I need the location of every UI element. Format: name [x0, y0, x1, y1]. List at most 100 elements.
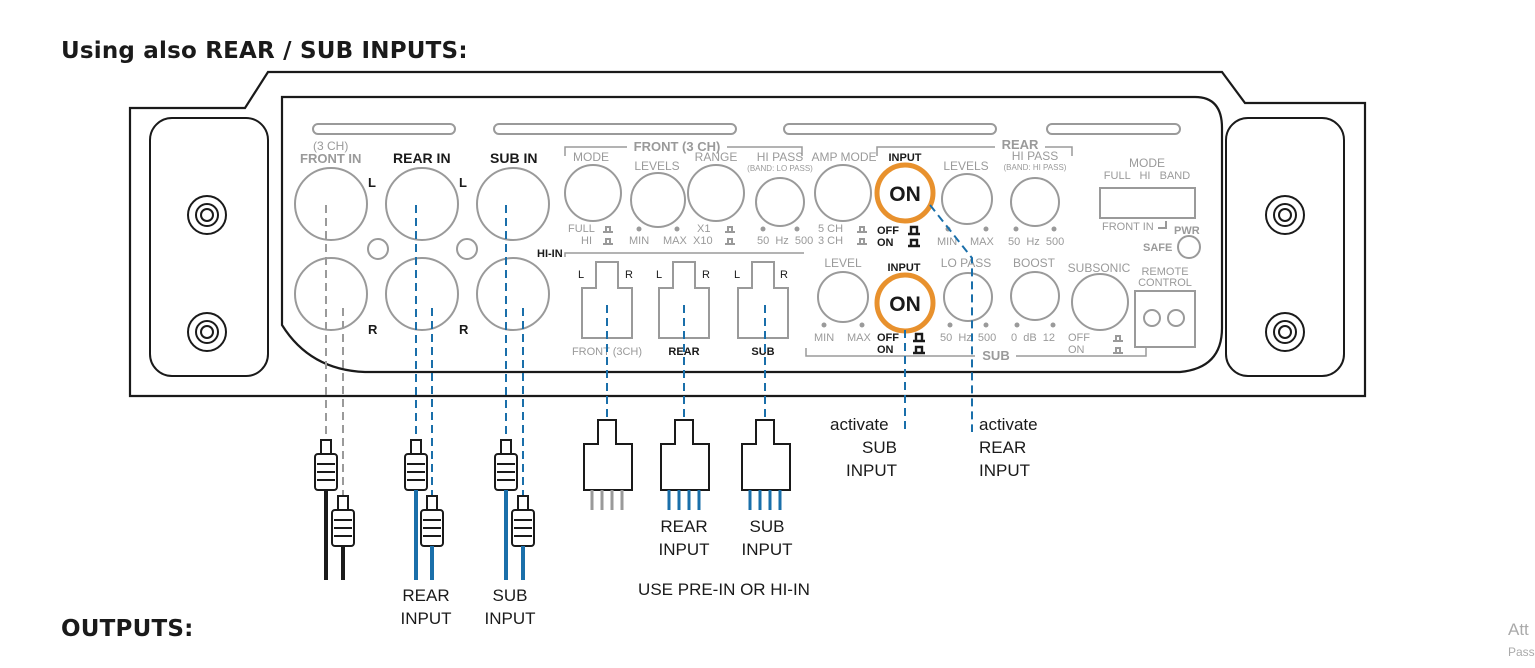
rca-plug-rear-1: [404, 439, 428, 580]
range-x1-label: X1: [697, 223, 710, 235]
amp-mode-5ch: 5 CH: [818, 223, 843, 235]
front-group-title: FRONT (3 CH): [634, 139, 721, 154]
activate-rear-line1: activate: [979, 415, 1038, 434]
callout-hi-rear: REAR INPUT: [659, 517, 710, 559]
range-switch-up-icon: [725, 226, 735, 233]
hi-in-plug-sub: [741, 419, 791, 510]
rear-hipass-knob[interactable]: [1010, 177, 1060, 227]
amp-mode-up-icon: [857, 226, 867, 233]
front-in-top-label: (3 CH): [313, 139, 348, 153]
rear-in-l-label: L: [459, 175, 467, 190]
range-switch-down-icon: [725, 238, 735, 245]
rear-in-group: REAR IN L R: [385, 150, 469, 337]
subsonic-switch[interactable]: [1071, 273, 1129, 331]
sub-level-knob[interactable]: [817, 271, 869, 323]
lo-pass-knob[interactable]: [943, 272, 993, 322]
sub-in-bottom-jack[interactable]: [476, 257, 550, 331]
rear-input-on-small: ON: [877, 237, 894, 249]
front-levels-knob[interactable]: [630, 172, 686, 228]
sub-input-up-icon: [913, 332, 925, 343]
boost-scale: 0 dB 12: [1011, 332, 1055, 344]
rear-input-off-label: OFF: [877, 225, 899, 237]
hi-sub-line1: SUB: [750, 517, 785, 536]
rear-input-on-label: ON: [889, 183, 921, 206]
remote-line2: CONTROL: [1138, 277, 1192, 289]
callout-activate-rear: activate REAR INPUT: [979, 415, 1038, 480]
rca-rear-line2: INPUT: [401, 609, 452, 628]
rear-in-right-jack[interactable]: [385, 257, 459, 331]
amp-mode-switch[interactable]: [814, 164, 872, 222]
remote-control-port[interactable]: [1134, 290, 1196, 348]
front-in-title: FRONT IN: [300, 151, 361, 166]
pwr-label: PWR: [1174, 225, 1200, 237]
hi-in-rear-connector[interactable]: [658, 261, 710, 339]
sub-level-max: MAX: [847, 332, 872, 344]
lo-pass-title: LO PASS: [941, 256, 991, 270]
rear-hipass-title: HI PASS: [1012, 149, 1058, 163]
front-levels-min: MIN: [629, 235, 649, 247]
front-in-r-label: R: [368, 322, 378, 337]
amp-mode-down-icon: [857, 238, 867, 245]
sub-input-off-label: OFF: [877, 332, 899, 344]
front-in-right-jack[interactable]: [294, 257, 368, 331]
callout-hi-sub: SUB INPUT: [742, 517, 793, 559]
rear-input-switch[interactable]: [874, 162, 936, 224]
hi-in-plug-front: [583, 419, 633, 510]
safe-label: SAFE: [1143, 242, 1172, 254]
hi-rear-line1: REAR: [660, 517, 707, 536]
front-hipass-knob[interactable]: [755, 177, 805, 227]
front-controls-group: FRONT (3 CH) MODE FULL HI LEVELS MIN MAX…: [564, 139, 813, 247]
subsonic-off: OFF: [1068, 332, 1090, 344]
front-in-left-jack[interactable]: [294, 167, 368, 241]
mode-full-label: FULL: [568, 223, 595, 235]
remote-line1: REMOTE: [1141, 266, 1188, 278]
rear-levels-title: LEVELS: [943, 159, 988, 173]
front-in-group: (3 CH) FRONT IN L R: [294, 139, 378, 337]
hi-in-rear-l: L: [656, 269, 662, 281]
hi-in-front-connector[interactable]: [581, 261, 633, 339]
sub-group-title: SUB: [982, 348, 1009, 363]
amp-mode-title: AMP MODE: [811, 150, 876, 164]
section-heading-inputs: Using also REAR / SUB INPUTS:: [61, 38, 468, 64]
boost-knob[interactable]: [1010, 271, 1060, 321]
hi-in-sub-connector[interactable]: [737, 261, 789, 339]
right-mounting-bracket: [1225, 117, 1345, 377]
activate-rear-line3: INPUT: [979, 461, 1030, 480]
sub-input-on-label: ON: [889, 293, 921, 316]
mode-switch[interactable]: [564, 164, 622, 222]
subsonic-down-icon: [1113, 347, 1123, 354]
use-pre-in-caption: USE PRE-IN OR HI-IN: [638, 580, 810, 599]
rear-in-left-jack[interactable]: [385, 167, 459, 241]
sub-in-top-jack[interactable]: [476, 167, 550, 241]
callout-rca-rear: REAR INPUT: [401, 586, 452, 628]
mode-selector-switch[interactable]: [1099, 187, 1196, 219]
front-hipass-scale: 50 Hz 500: [757, 235, 813, 247]
lo-pass-scale: 50 Hz 500: [940, 332, 996, 344]
rca-plug-front-2: [331, 495, 355, 580]
sub-level-title: LEVEL: [824, 256, 862, 270]
amplifier-housing: [128, 70, 1367, 398]
front-in-switch-icon: [1158, 221, 1167, 229]
rear-levels-max: MAX: [970, 236, 995, 248]
led-indicator-2: [456, 238, 478, 260]
sub-level-min: MIN: [814, 332, 834, 344]
rear-in-title: REAR IN: [393, 150, 451, 166]
corner-text-pass: Pass: [1508, 645, 1535, 659]
amp-mode-group: AMP MODE 5 CH 3 CH: [811, 150, 876, 247]
mode-switch-up-icon: [603, 226, 613, 233]
callout-rca-sub: SUB INPUT: [485, 586, 536, 628]
hi-in-group: HI-IN L R FRONT (3CH) L R REAR L R SUB: [537, 248, 804, 358]
activate-sub-line2: SUB: [862, 438, 897, 457]
mode-selector-group: MODE FULL HI BAND FRONT IN PWR SAFE: [1099, 156, 1201, 259]
corner-text-att: Att: [1508, 620, 1529, 639]
mode-box-options: FULL HI BAND: [1104, 170, 1190, 182]
range-switch[interactable]: [687, 164, 745, 222]
rca-sub-line1: SUB: [493, 586, 528, 605]
rca-plug-sub-1: [494, 439, 518, 580]
section-heading-outputs: OUTPUTS:: [61, 616, 194, 642]
rear-levels-knob[interactable]: [941, 173, 993, 225]
mode-title: MODE: [573, 150, 609, 164]
activate-sub-line3: INPUT: [846, 461, 897, 480]
hi-in-plug-rear: [660, 419, 710, 510]
